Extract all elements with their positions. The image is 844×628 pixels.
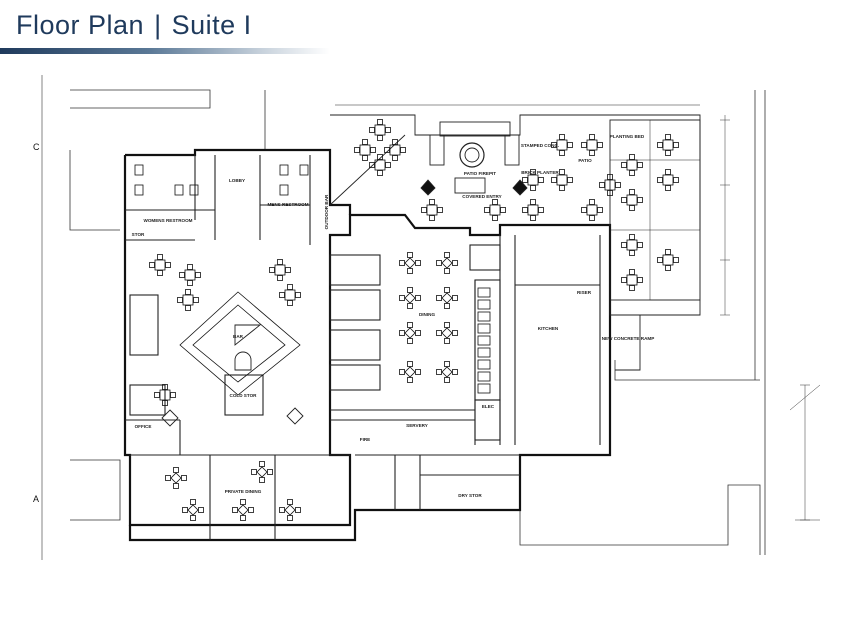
table-with-chairs <box>165 467 187 489</box>
restroom-fixture <box>279 184 289 196</box>
table-with-chairs <box>354 139 376 161</box>
table-with-chairs <box>421 199 443 221</box>
table-with-chairs <box>369 119 391 141</box>
table-with-chairs <box>522 169 544 191</box>
table-with-chairs <box>581 199 603 221</box>
table-with-chairs <box>251 461 273 483</box>
table-with-chairs <box>657 249 679 271</box>
grid-label-c: C <box>33 142 40 152</box>
room-label-brick-planter: BRICK PLANTER <box>521 170 559 175</box>
bar-counter <box>179 291 301 396</box>
restroom-fixture <box>279 164 289 176</box>
table-with-chairs <box>384 139 406 161</box>
room-label-servery: SERVERY <box>406 423 428 428</box>
restroom-fixture <box>134 164 144 176</box>
table-with-chairs <box>621 269 643 291</box>
table-with-chairs <box>621 234 643 256</box>
table-with-chairs <box>177 289 199 311</box>
table-with-chairs <box>657 134 679 156</box>
room-label-patio: PATIO <box>578 158 592 163</box>
site-line <box>70 459 121 521</box>
room-label-riser: RISER <box>577 290 592 295</box>
room-label-bar: BAR <box>233 334 244 339</box>
booth-seat <box>477 335 491 346</box>
table-with-chairs <box>551 134 573 156</box>
table-with-chairs <box>522 199 544 221</box>
restroom-fixture <box>174 184 184 196</box>
table-with-chairs <box>279 499 301 521</box>
table-with-chairs <box>551 169 573 191</box>
exterior-wall <box>128 525 357 542</box>
site-line <box>519 460 761 555</box>
table-with-chairs <box>436 361 458 383</box>
floor-plan-drawing: C A LOBBY WOMENS RESTROOM MENS RESTROOM … <box>33 75 821 560</box>
table-with-chairs <box>399 322 421 344</box>
room-label-fire: FIRE <box>360 437 370 442</box>
room-label-new-concrete-ramp: NEW CONCRETE RAMP <box>602 336 655 341</box>
room-label-patio-firepit: PATIO FIREPIT <box>464 171 496 176</box>
room-label-stamped-conc: STAMPED CONC. <box>521 143 559 148</box>
table-with-chairs <box>436 252 458 274</box>
room-label-covered-entry: COVERED ENTRY <box>462 194 501 199</box>
table-with-chairs <box>154 384 176 406</box>
table-with-chairs <box>621 154 643 176</box>
room-label-stor: STOR <box>132 232 145 237</box>
room-label-planting-bed: PLANTING BED <box>610 134 645 139</box>
table-with-chairs <box>399 361 421 383</box>
room-label-dining: DINING <box>419 312 436 317</box>
booth-seat <box>477 359 491 370</box>
table-with-chairs <box>621 189 643 211</box>
site-line <box>69 150 120 231</box>
table-with-chairs <box>399 252 421 274</box>
table-with-chairs <box>179 264 201 286</box>
booth-seat <box>477 323 491 334</box>
booth-seat <box>477 371 491 382</box>
table-with-chairs <box>232 499 254 521</box>
table-with-chairs <box>182 499 204 521</box>
room-label-dry-stor: DRY STOR <box>458 493 482 498</box>
site-line <box>264 90 330 151</box>
room-label-cold-stor: COLD STOR <box>230 393 258 398</box>
table-with-chairs <box>657 169 679 191</box>
restroom-fixture <box>299 164 309 176</box>
table-with-chairs <box>436 322 458 344</box>
table-with-chairs <box>149 254 171 276</box>
booth-seat <box>477 287 491 298</box>
restroom-fixture <box>134 184 144 196</box>
booth-seat <box>477 347 491 358</box>
table-with-chairs <box>484 199 506 221</box>
room-label-office: OFFICE <box>135 424 152 429</box>
restroom-fixture <box>189 184 199 196</box>
room-label-outdoor-bar: OUTDOOR BAR <box>324 194 329 229</box>
title-underline <box>0 48 330 54</box>
table-with-chairs <box>599 174 621 196</box>
room-label-mens-restroom: MENS RESTROOM <box>267 202 308 207</box>
table-with-chairs <box>279 284 301 306</box>
title-separator: | <box>154 10 162 40</box>
site-line <box>70 89 211 109</box>
room-label-lobby: LOBBY <box>229 178 245 183</box>
booth-seat <box>477 299 491 310</box>
bar-counter-inner <box>192 304 286 383</box>
booth-seat <box>477 311 491 322</box>
exterior-wall <box>123 155 612 527</box>
table-with-chairs <box>436 287 458 309</box>
room-label-elec: ELEC <box>482 404 495 409</box>
grid-label-a: A <box>33 494 39 504</box>
room-label-womens-restroom: WOMENS RESTROOM <box>144 218 193 223</box>
title-text: Floor Plan <box>16 10 145 40</box>
booth-seat <box>477 383 491 394</box>
room-label-private-dining: PRIVATE DINING <box>225 489 262 494</box>
site-line <box>614 360 760 381</box>
table-with-chairs <box>399 287 421 309</box>
table-with-chairs <box>369 154 391 176</box>
room-label-kitchen: KITCHEN <box>538 326 559 331</box>
title-suite: Suite I <box>171 10 252 40</box>
page-title: Floor Plan | Suite I <box>16 10 252 41</box>
table-with-chairs <box>581 134 603 156</box>
table-with-chairs <box>269 259 291 281</box>
